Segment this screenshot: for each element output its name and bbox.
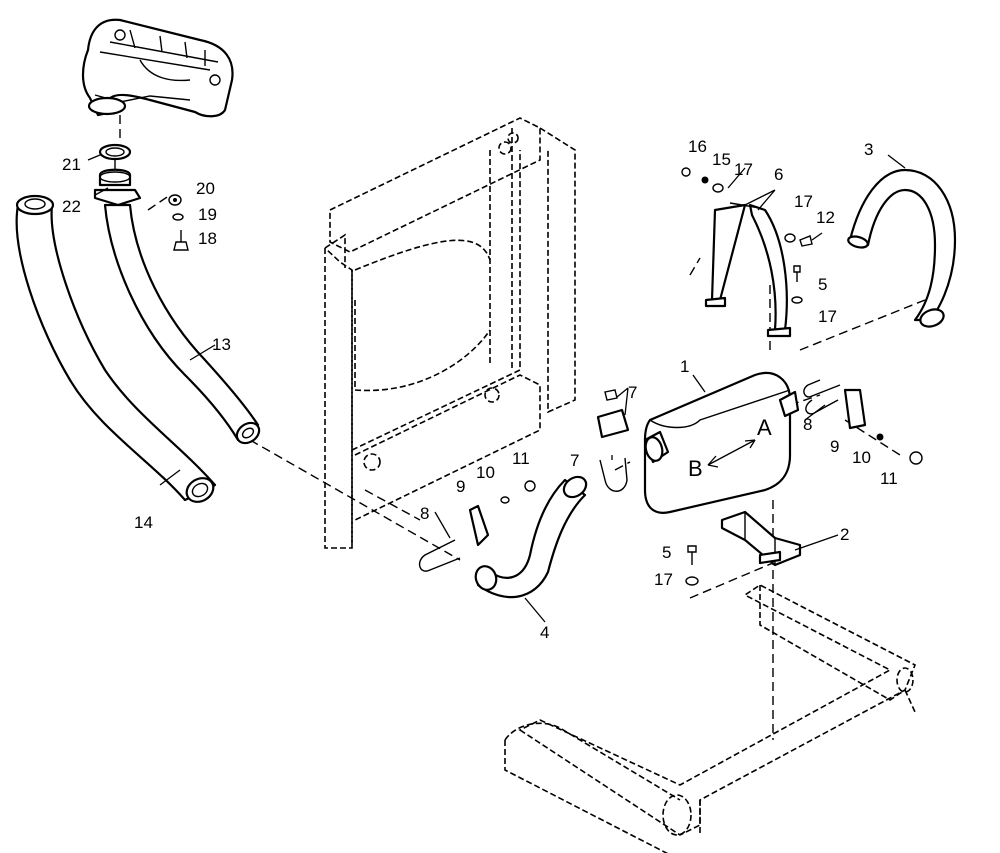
callout-13: 13	[212, 335, 231, 354]
callouts: 1 2 3 4 5 5 6 7 7 8 8 9 9 10 10 11 11 12…	[62, 137, 898, 642]
callout-10-left: 10	[476, 463, 495, 482]
callout-15: 15	[712, 150, 731, 169]
callout-8-right: 8	[803, 415, 812, 434]
pipe-13	[103, 203, 261, 445]
u-bolt-8-left	[418, 480, 536, 572]
callout-4: 4	[540, 623, 549, 642]
callout-11-left: 11	[512, 449, 530, 468]
u-bolt-7	[596, 389, 630, 492]
callout-21: 21	[62, 155, 81, 174]
callout-7-bottom: 7	[570, 451, 579, 470]
callout-10-right: 10	[852, 448, 871, 467]
callout-14: 14	[134, 513, 153, 532]
tailpipe-3	[847, 168, 957, 328]
muffler-1: B A	[643, 372, 800, 514]
callout-22: 22	[62, 197, 81, 216]
pipe-4	[474, 475, 588, 599]
radiator-frame	[324, 117, 576, 549]
callout-19: 19	[198, 205, 217, 224]
gasket-21	[98, 143, 132, 161]
callout-17-mid: 17	[794, 192, 813, 211]
leader-lines	[87, 154, 906, 623]
callout-11-right: 11	[880, 469, 898, 488]
callout-3: 3	[864, 140, 873, 159]
callout-17-right: 17	[818, 307, 837, 326]
chassis-frame	[504, 584, 917, 853]
callout-20: 20	[196, 179, 215, 198]
flange-22	[93, 168, 142, 207]
callout-5-top: 5	[818, 275, 827, 294]
callout-2: 2	[840, 525, 849, 544]
u-bolt-8-right	[803, 379, 923, 465]
washer-19	[172, 213, 184, 221]
callout-17-top: 17	[734, 160, 753, 179]
nut-20	[168, 194, 182, 206]
callout-18: 18	[198, 229, 217, 248]
callout-12: 12	[816, 208, 835, 227]
callout-17-bottom: 17	[654, 570, 673, 589]
callout-9-right: 9	[830, 437, 839, 456]
callout-8-left: 8	[420, 504, 429, 523]
strap-bracket-6	[704, 202, 792, 338]
muffler-label-a: A	[757, 415, 772, 440]
exhaust-manifold	[81, 18, 234, 118]
callout-16: 16	[688, 137, 707, 156]
muffler-label-b: B	[688, 456, 703, 481]
callout-6: 6	[774, 165, 783, 184]
callout-9-left: 9	[456, 477, 465, 496]
bracket-2	[720, 510, 802, 567]
callout-1: 1	[680, 357, 689, 376]
bolt-18	[173, 230, 189, 251]
pipe-14	[15, 194, 217, 503]
callout-7-top: 7	[628, 383, 637, 402]
hardware-bracket	[685, 545, 699, 586]
hardware-top	[681, 167, 813, 304]
callout-5-bottom: 5	[662, 543, 671, 562]
